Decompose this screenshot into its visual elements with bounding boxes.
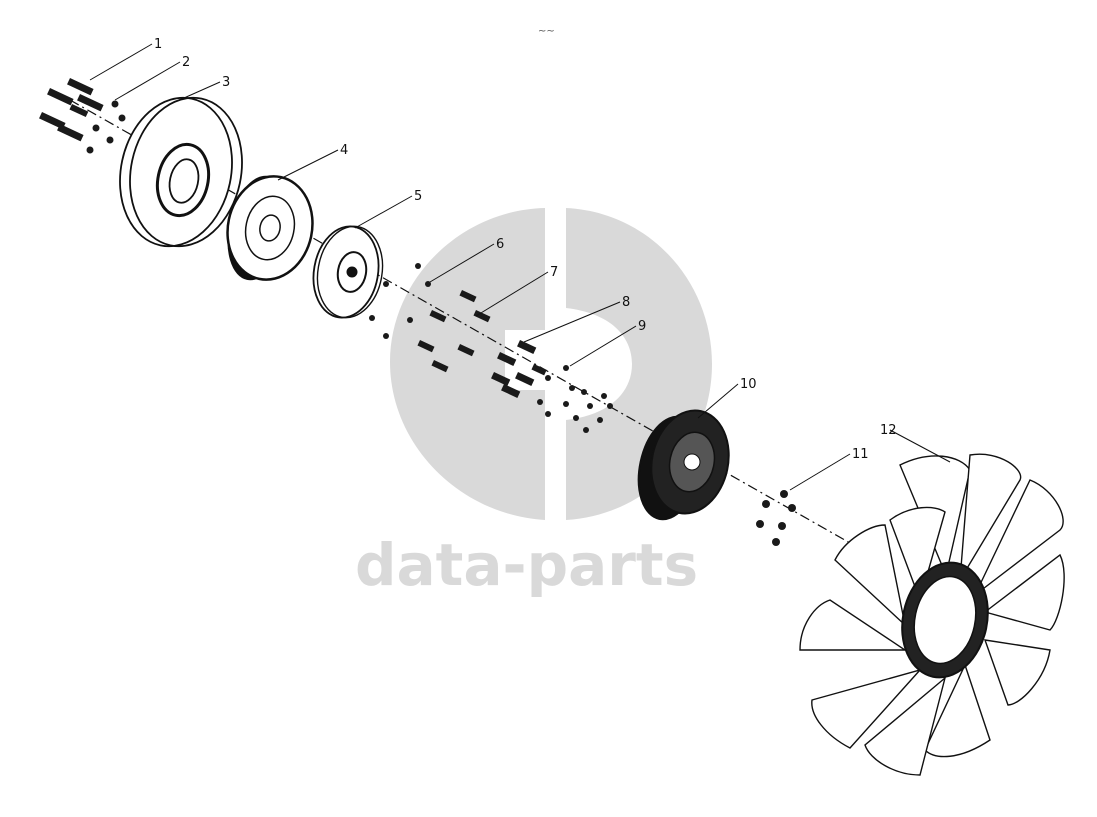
callout-1: 1 [154, 37, 162, 52]
callout-6: 6 [496, 237, 504, 252]
callout-4: 4 [340, 143, 348, 158]
callout-2: 2 [182, 55, 190, 70]
watermark-logo: data-parts [355, 208, 712, 599]
part-pulley [226, 175, 314, 281]
part-hub-flange [312, 225, 384, 319]
callout-labels: 1 2 3 4 5 6 7 8 9 10 11 12 [154, 37, 897, 462]
callout-9: 9 [638, 319, 646, 334]
part-fan-clutch [637, 409, 730, 521]
callout-7: 7 [550, 265, 558, 280]
part-washers [86, 100, 126, 154]
callout-11: 11 [852, 447, 869, 462]
top-mark: ~~ [538, 26, 555, 37]
part-nuts [756, 490, 796, 546]
callout-12: 12 [880, 423, 897, 438]
part-fasteners-cluster [369, 263, 613, 433]
callout-8: 8 [622, 295, 630, 310]
callout-10: 10 [740, 377, 757, 392]
watermark-brand-text: data-parts [355, 531, 698, 599]
watermark-g-shape [390, 208, 545, 520]
part-disc-plate [119, 96, 243, 248]
leader-lines [89, 43, 951, 491]
part-fan-blades [799, 453, 1065, 776]
callout-3: 3 [222, 75, 230, 90]
part-bolts [39, 78, 104, 142]
callout-5: 5 [414, 189, 422, 204]
